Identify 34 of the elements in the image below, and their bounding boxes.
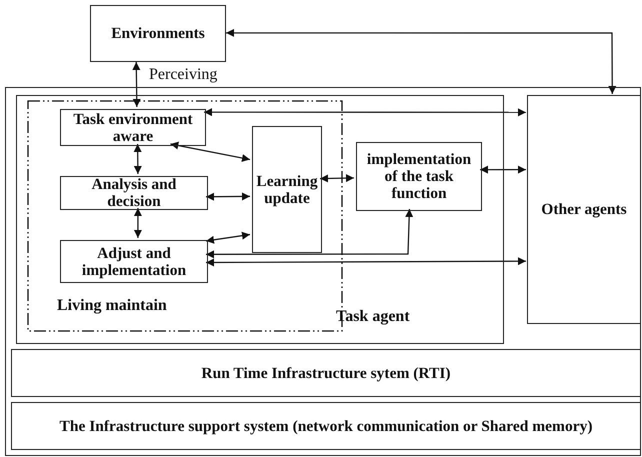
process-box	[60, 176, 208, 210]
box-label: Other agents	[541, 201, 627, 218]
process-box	[252, 126, 322, 253]
double-arrow	[320, 174, 354, 182]
system-frame	[5, 87, 641, 456]
double-arrow	[206, 232, 250, 244]
agent-box	[16, 95, 504, 344]
edge-label: Perceiving	[148, 66, 218, 84]
double-arrow	[134, 144, 142, 174]
process-box	[356, 142, 482, 211]
double-arrow	[206, 257, 526, 266]
double-arrow	[226, 28, 616, 94]
double-arrow	[206, 192, 250, 201]
double-arrow	[170, 142, 250, 162]
box-label: Living maintain	[57, 297, 168, 315]
box-label: Run Time Infrastructure sytem (RTI)	[201, 364, 451, 382]
box-label: Analysis and decision	[90, 176, 178, 210]
box-label: Learning update	[255, 172, 319, 206]
layer-box	[11, 402, 641, 450]
box-label: The Infrastructure support system (network communication or Shared memory)	[60, 418, 592, 434]
box-label: implementation of the task function	[366, 151, 472, 202]
process-box	[60, 240, 208, 283]
process-box	[60, 109, 206, 146]
box-label: Adjust and implementation	[80, 244, 188, 278]
double-arrow	[134, 208, 142, 238]
box-label: Environments	[111, 25, 205, 42]
double-arrow	[480, 166, 526, 174]
environment-box	[90, 5, 226, 62]
double-arrow	[204, 108, 526, 116]
layer-box	[11, 349, 641, 397]
double-arrow	[132, 62, 141, 107]
double-arrow	[206, 208, 414, 258]
agents-box	[527, 95, 641, 324]
box-label: Task environment aware	[72, 110, 194, 144]
